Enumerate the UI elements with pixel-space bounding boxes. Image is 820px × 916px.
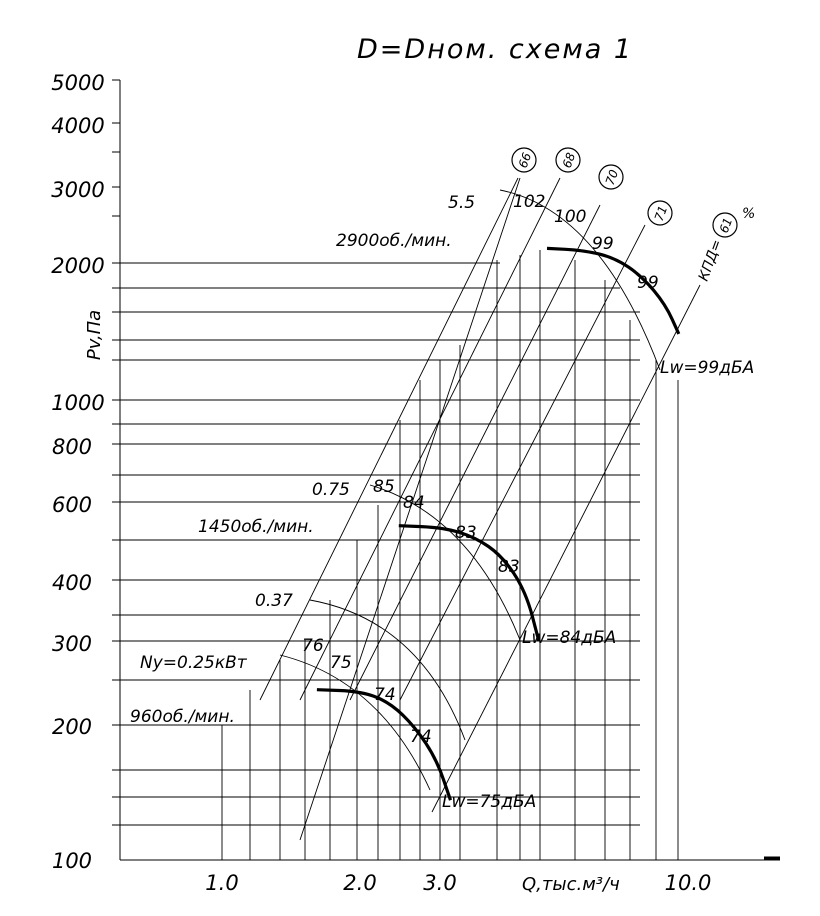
power-arc-2 bbox=[309, 599, 466, 741]
efficiency-rays bbox=[259, 177, 701, 841]
sound-100: 100 bbox=[554, 207, 586, 227]
sound-76: 76 bbox=[302, 636, 324, 656]
eff-value-70: 70 bbox=[603, 167, 622, 186]
sound-level-labels: 102 100 99 99 85 84 83 83 76 75 74 74 bbox=[302, 192, 659, 747]
eff-value-71: 71 bbox=[652, 204, 670, 223]
ray-1 bbox=[299, 177, 561, 701]
eff-value-61: 61 bbox=[717, 216, 735, 235]
speed-label-960: 960об./мин. bbox=[130, 707, 235, 727]
sound-99b: 99 bbox=[637, 273, 659, 293]
y-tick-200: 200 bbox=[52, 715, 92, 739]
sound-99a: 99 bbox=[592, 234, 614, 254]
sound-102: 102 bbox=[513, 192, 545, 212]
ray-3 bbox=[399, 224, 646, 701]
x-tick-labels: 1.0 2.0 3.0 10.0 bbox=[205, 871, 711, 895]
curve-series-2 bbox=[316, 688, 453, 801]
power-label-0-75: 0.75 bbox=[312, 480, 350, 500]
power-label-0-25: Ny=0.25кВт bbox=[140, 653, 248, 673]
y-tick-4000: 4000 bbox=[51, 114, 104, 138]
sound-label-75dba: Lw=75дБА bbox=[442, 792, 536, 812]
eff-label: КПД= bbox=[696, 237, 726, 283]
eff-circle-70 bbox=[598, 164, 624, 190]
power-label-5-5: 5.5 bbox=[448, 193, 475, 213]
x-tick-1: 1.0 bbox=[205, 871, 238, 895]
y-tick-400: 400 bbox=[52, 571, 92, 595]
eff-circle-68 bbox=[555, 147, 581, 173]
power-arc-1 bbox=[369, 484, 521, 641]
y-tick-labels: 5000 4000 3000 2000 1000 800 600 400 300… bbox=[51, 71, 104, 873]
grid-lines bbox=[120, 250, 679, 860]
eff-circle-66 bbox=[511, 147, 537, 173]
x-axis-label: Q,тыс.м³/ч bbox=[522, 874, 620, 895]
y-tick-300: 300 bbox=[52, 632, 92, 656]
x-tick-10: 10.0 bbox=[665, 871, 712, 895]
power-arc-0 bbox=[499, 189, 661, 371]
performance-curves bbox=[316, 246, 681, 801]
curve-series-0 bbox=[546, 246, 681, 335]
y-tick-100: 100 bbox=[52, 849, 92, 873]
ray-0 bbox=[259, 177, 519, 701]
power-label-0-37: 0.37 bbox=[255, 591, 293, 611]
ray-4 bbox=[431, 284, 701, 813]
speed-label-2900: 2900об./мин. bbox=[336, 231, 452, 251]
eff-circle-61 bbox=[712, 212, 738, 238]
sound-83a: 83 bbox=[455, 523, 477, 543]
sound-74b: 74 bbox=[410, 727, 432, 747]
eff-circle-71 bbox=[647, 200, 673, 226]
y-tick-2000: 2000 bbox=[51, 254, 104, 278]
sound-85: 85 bbox=[373, 477, 395, 497]
sound-75: 75 bbox=[330, 653, 352, 673]
axes-frame bbox=[119, 80, 780, 861]
y-tick-marks bbox=[112, 79, 120, 826]
y-tick-3000: 3000 bbox=[51, 178, 104, 202]
curve-series-1 bbox=[398, 524, 541, 642]
sound-label-84dba: Lw=84дБА bbox=[522, 628, 616, 648]
x-tick-3: 3.0 bbox=[423, 871, 456, 895]
y-tick-600: 600 bbox=[52, 493, 92, 517]
x-tick-2: 2.0 bbox=[343, 871, 376, 895]
power-arc-3 bbox=[279, 654, 431, 791]
y-tick-5000: 5000 bbox=[51, 71, 104, 95]
power-arcs bbox=[279, 189, 661, 791]
sound-74a: 74 bbox=[374, 685, 396, 705]
speed-label-1450: 1450об./мин. bbox=[198, 517, 314, 537]
eff-value-66: 66 bbox=[516, 150, 535, 169]
sound-84: 84 bbox=[403, 493, 425, 513]
eff-value-68: 68 bbox=[560, 150, 579, 169]
eff-percent: % bbox=[742, 206, 755, 222]
ray-2 bbox=[349, 204, 601, 701]
chart-title: D=Dном. схема 1 bbox=[357, 34, 633, 65]
sound-83b: 83 bbox=[498, 557, 520, 577]
y-tick-1000: 1000 bbox=[51, 391, 104, 415]
sound-label-99dba: Lw=99дБА bbox=[660, 358, 754, 378]
y-tick-800: 800 bbox=[52, 435, 92, 459]
ray-5 bbox=[299, 177, 521, 841]
y-axis-label: Pv,Па bbox=[84, 310, 105, 360]
efficiency-markers: 66 68 70 71 61 КПД= % bbox=[511, 147, 755, 283]
